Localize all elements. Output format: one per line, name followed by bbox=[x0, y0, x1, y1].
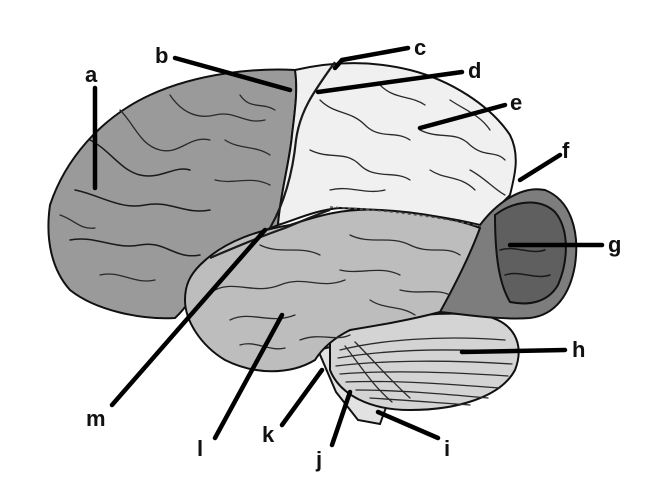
leader-line-i bbox=[375, 409, 441, 441]
frontal-lobe bbox=[47, 68, 298, 320]
leader-line-e bbox=[417, 102, 508, 131]
lateral-sulcus bbox=[209, 208, 331, 260]
leader-line-f bbox=[517, 152, 563, 183]
label-m: m bbox=[86, 406, 106, 431]
central-sulcus bbox=[269, 61, 336, 229]
leader-line-d bbox=[315, 69, 465, 95]
label-c: c bbox=[414, 35, 426, 60]
label-a: a bbox=[85, 62, 98, 87]
leader-line-h bbox=[459, 347, 568, 355]
leader-line-l bbox=[212, 312, 285, 441]
label-d: d bbox=[468, 58, 481, 83]
label-k: k bbox=[262, 422, 275, 447]
leader-line-j bbox=[329, 389, 353, 448]
label-i: i bbox=[444, 436, 450, 461]
label-j: j bbox=[315, 447, 322, 472]
label-l: l bbox=[197, 436, 203, 461]
label-g: g bbox=[608, 232, 621, 257]
leader-line-b bbox=[172, 55, 293, 93]
cerebellum bbox=[329, 312, 520, 412]
label-e: e bbox=[510, 90, 522, 115]
occipital-lobe bbox=[438, 169, 578, 320]
label-b: b bbox=[155, 43, 168, 68]
temporal-lobe bbox=[183, 208, 482, 373]
label-h: h bbox=[572, 337, 585, 362]
leader-line-c bbox=[332, 45, 411, 71]
parietal-temporal-dotted-boundary bbox=[329, 206, 481, 227]
leader-line-m bbox=[109, 227, 268, 408]
parietal-lobe bbox=[276, 62, 517, 227]
leader-line-k bbox=[279, 367, 325, 428]
label-f: f bbox=[562, 138, 570, 163]
